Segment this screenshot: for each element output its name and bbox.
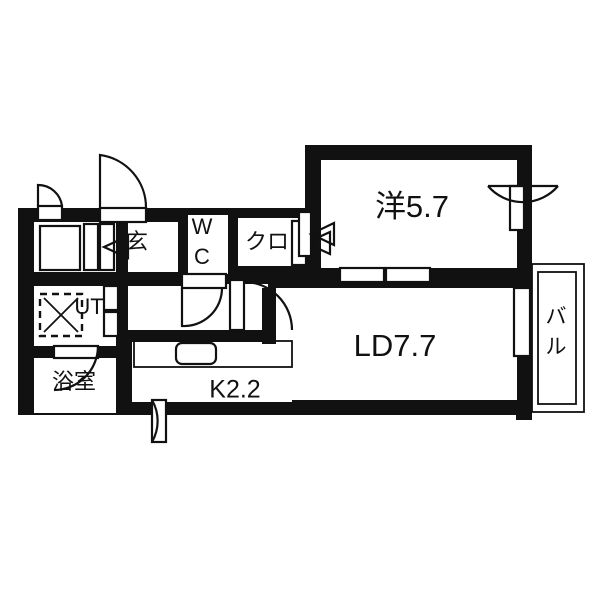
room-washitsu-floor bbox=[321, 160, 517, 268]
room-label-kitchen: K2.2 bbox=[209, 376, 260, 404]
doors-windows-layer bbox=[36, 153, 585, 444]
kitchen-sink-icon bbox=[174, 341, 218, 366]
room-label-wc-line2: C bbox=[194, 244, 210, 269]
bedroom-sliding-door-icon[interactable] bbox=[297, 210, 336, 258]
bedroom-east-window-icon bbox=[487, 184, 559, 232]
room-label-washitsu: 洋5.7 bbox=[375, 189, 449, 224]
kitchen-door-icon[interactable] bbox=[150, 398, 168, 444]
room-label-genkan: 玄 bbox=[126, 229, 148, 254]
front-door-icon[interactable] bbox=[98, 153, 148, 224]
room-label-bathroom: 浴室 bbox=[52, 369, 96, 394]
room-ut-floor bbox=[34, 286, 116, 348]
wc-door-icon[interactable] bbox=[180, 272, 228, 328]
entrance-side-door-icon[interactable] bbox=[36, 183, 64, 222]
fixtures-layer bbox=[38, 224, 293, 368]
room-closet-floor bbox=[234, 218, 302, 268]
washing-machine-icon bbox=[38, 292, 84, 338]
room-label-closet: クロ bbox=[245, 229, 289, 254]
room-wc-floor bbox=[186, 215, 230, 281]
balcony-label-char1: バ bbox=[546, 306, 567, 329]
room-label-ld: LD7.7 bbox=[354, 328, 437, 363]
hallway-door-icon[interactable] bbox=[228, 278, 294, 332]
room-label-wc-line1: W bbox=[192, 214, 213, 239]
bathroom-door-icon[interactable] bbox=[52, 344, 100, 392]
room-labels: 洋5.7 LD7.7 K2.2 玄 クロ UT 浴室 W C バ ル bbox=[52, 189, 567, 403]
balcony-label-char2: ル bbox=[546, 336, 567, 359]
utility-door-icon[interactable] bbox=[102, 284, 120, 338]
genkan-sliding-door-icon[interactable] bbox=[82, 222, 130, 272]
bedroom-south-window-icon bbox=[338, 266, 432, 284]
room-label-utility: UT bbox=[74, 294, 103, 319]
shoe-cabinet-icon bbox=[38, 224, 82, 272]
room-ld-floor bbox=[272, 288, 517, 400]
balcony-outline bbox=[531, 263, 585, 413]
balcony-sliding-door-icon[interactable] bbox=[512, 286, 532, 358]
